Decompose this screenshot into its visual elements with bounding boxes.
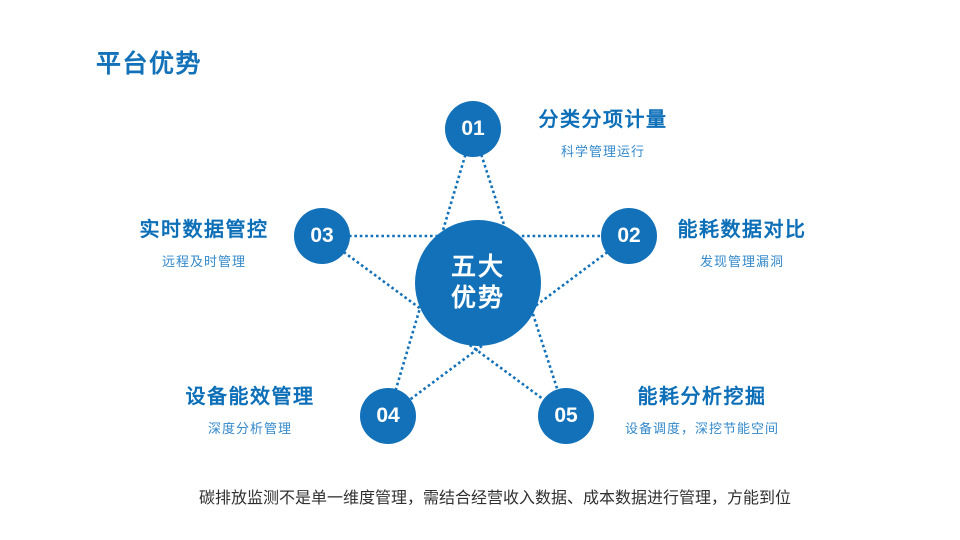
item-title-04: 设备能效管理 — [185, 386, 315, 408]
node-number-02: 02 — [617, 224, 641, 247]
item-subtitle-02: 发现管理漏洞 — [699, 254, 784, 269]
center-circle-line2: 优势 — [450, 284, 505, 312]
node-number-05: 05 — [554, 404, 578, 427]
label-group-04: 设备能效管理 深度分析管理 — [186, 380, 315, 437]
item-subtitle-01: 科学管理运行 — [560, 144, 645, 159]
footer-note: 碳排放监测不是单一维度管理，需结合经营收入数据、成本数据进行管理，方能到位 — [198, 490, 791, 507]
connector-line-02-04 — [387, 234, 630, 418]
item-title-03: 实时数据管控 — [139, 219, 269, 241]
item-title-05: 能耗分析挖掘 — [637, 386, 767, 408]
center-circle-line1: 五大 — [450, 253, 505, 281]
node-number-04: 04 — [376, 404, 400, 427]
connector-line-01-05 — [471, 128, 568, 417]
node-circle-03: 03 — [294, 208, 350, 264]
item-title-02: 能耗数据对比 — [677, 219, 807, 241]
page-title: 平台优势 — [96, 50, 203, 78]
item-subtitle-05: 设备调度，深挖节能空间 — [624, 421, 780, 436]
item-subtitle-04: 深度分析管理 — [207, 421, 292, 436]
label-group-01: 分类分项计量 科学管理运行 — [539, 103, 668, 160]
node-circle-05: 05 — [538, 388, 594, 444]
item-subtitle-03: 远程及时管理 — [161, 254, 246, 269]
node-circle-04: 04 — [360, 388, 416, 444]
node-number-03: 03 — [310, 224, 334, 247]
connector-line-01-04 — [386, 128, 475, 417]
node-circle-02: 02 — [601, 208, 657, 264]
center-circle: 五大 优势 — [415, 220, 541, 346]
node-circle-01: 01 — [445, 101, 501, 157]
label-group-03: 实时数据管控 远程及时管理 — [140, 213, 269, 270]
node-number-01: 01 — [461, 117, 485, 140]
item-title-01: 分类分项计量 — [538, 109, 668, 131]
label-group-02: 能耗数据对比 发现管理漏洞 — [678, 213, 807, 270]
label-group-05: 能耗分析挖掘 设备调度，深挖节能空间 — [625, 380, 779, 437]
